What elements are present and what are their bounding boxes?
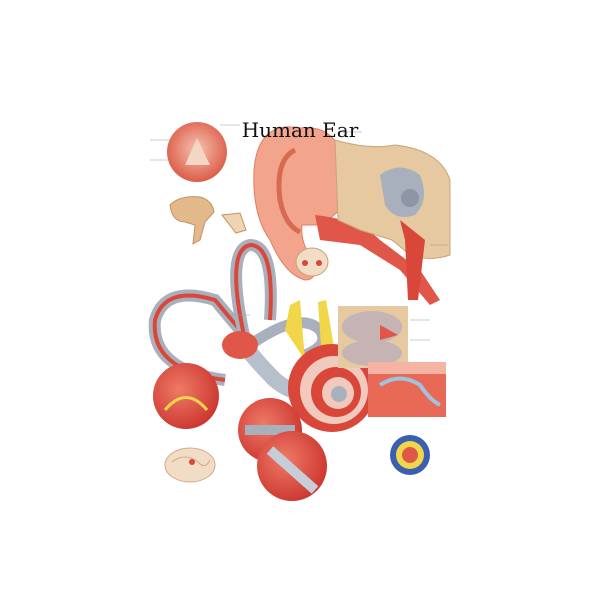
poster-title: Human Ear bbox=[241, 118, 359, 142]
eardrum-illustration bbox=[167, 122, 227, 182]
brain-illustration bbox=[164, 447, 216, 483]
skull-section-illustration bbox=[295, 247, 329, 277]
organ-of-corti-inset bbox=[368, 362, 446, 417]
temporal-bone-illustration bbox=[334, 139, 451, 300]
cochlear-duct-inset bbox=[338, 306, 408, 368]
outer-ear-illustration bbox=[253, 126, 440, 305]
label-leader-lines bbox=[150, 124, 448, 341]
hair-cells-detail bbox=[257, 431, 327, 501]
tonotopic-spiral-illustration bbox=[390, 435, 430, 475]
ossicles-illustration bbox=[169, 196, 247, 245]
crista-ampullaris-detail bbox=[153, 363, 219, 429]
